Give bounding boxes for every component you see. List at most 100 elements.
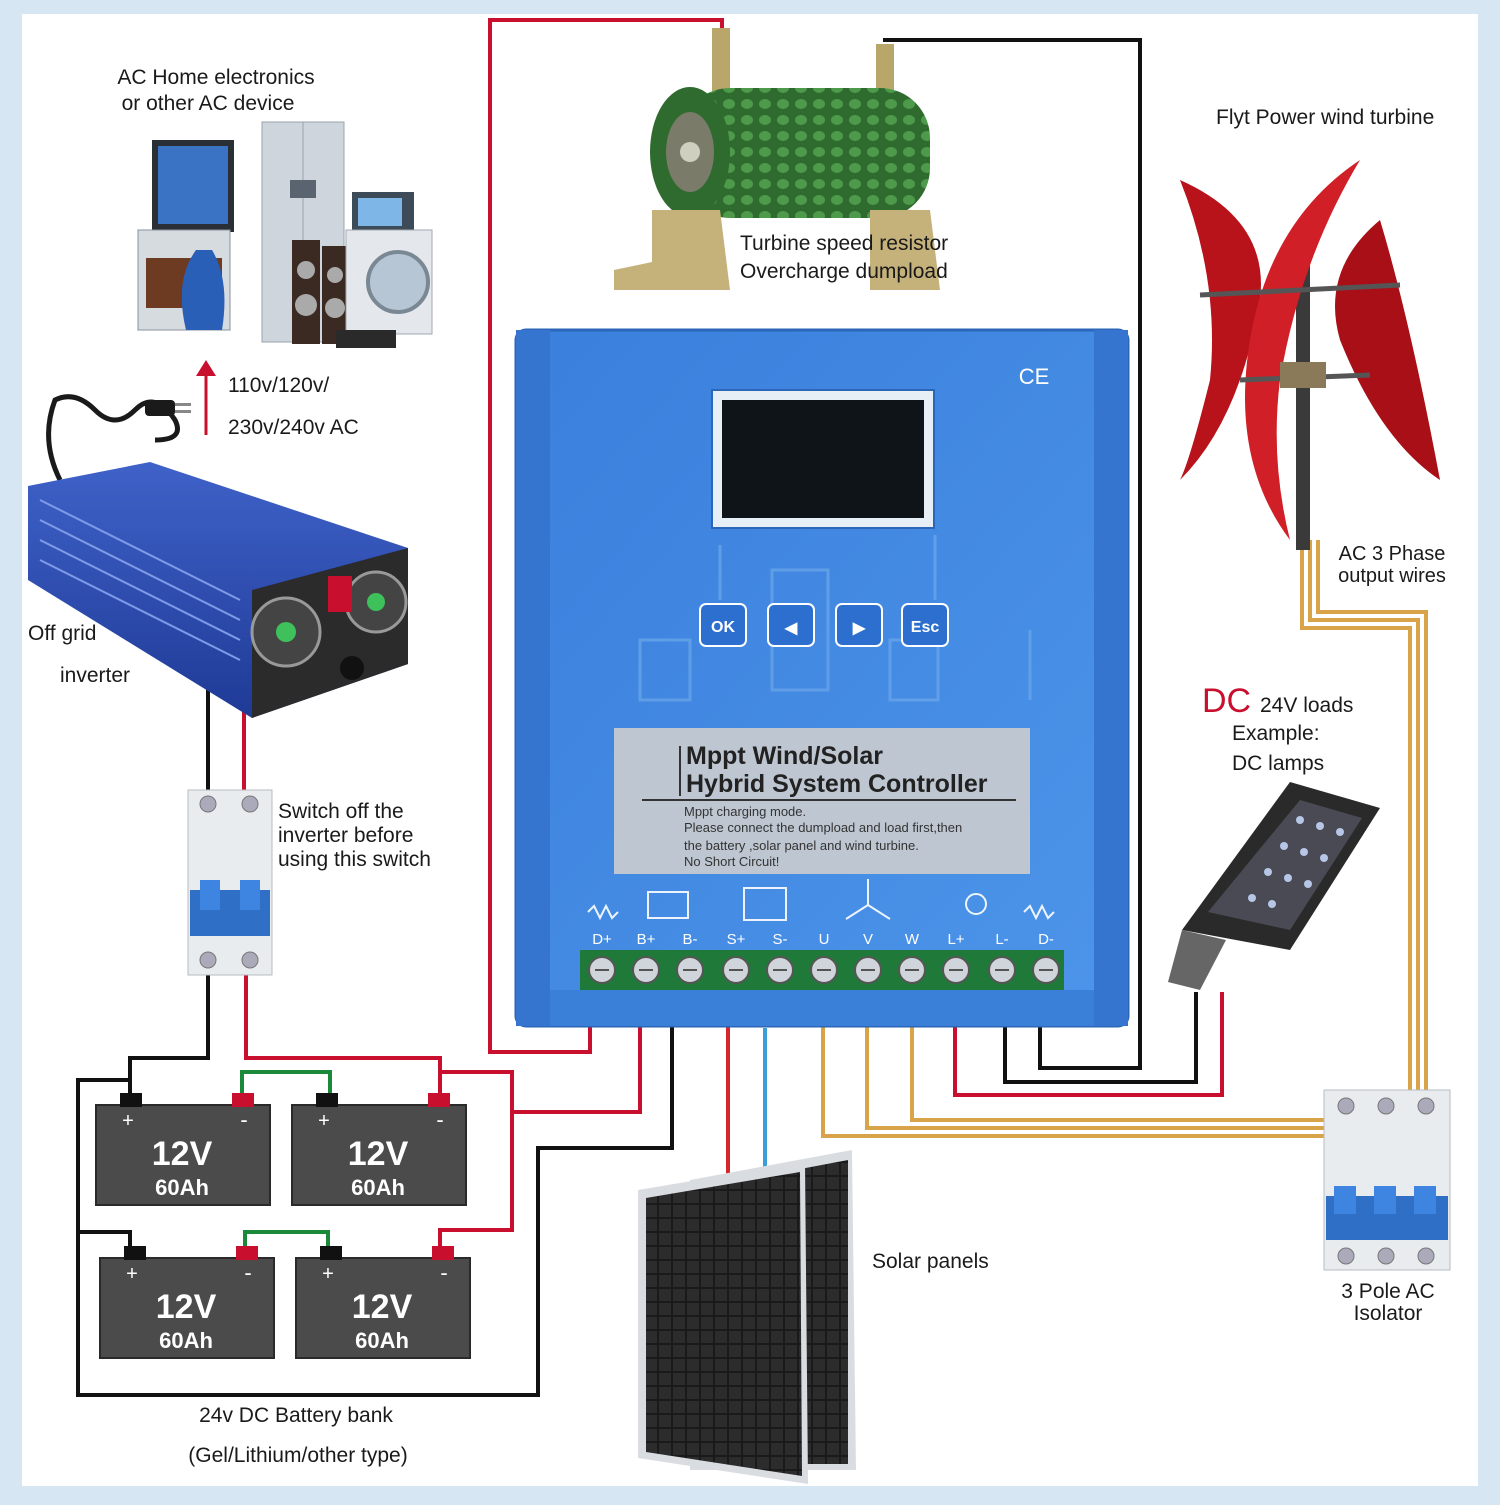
inverter-label-line2: inverter bbox=[60, 664, 130, 687]
ac-voltage-line1: 110v/120v/ bbox=[228, 374, 329, 397]
terminal-label-10: D- bbox=[1038, 931, 1054, 948]
isolator-label-line2: Isolator bbox=[1354, 1302, 1423, 1325]
switch-note-line3: using this switch bbox=[278, 848, 431, 871]
controller-note-line2: Please connect the dumpload and load fir… bbox=[684, 820, 962, 835]
battery-body bbox=[95, 1104, 271, 1206]
switch-note-line1: Switch off the bbox=[278, 800, 404, 823]
solar-panels-illustration bbox=[638, 1150, 856, 1484]
battery-minus-sign: - bbox=[240, 1107, 247, 1132]
ac-output-arrow bbox=[196, 360, 216, 435]
battery-plus-sign: + bbox=[122, 1110, 134, 1132]
terminal-label-1: B+ bbox=[637, 931, 656, 948]
terminal-label-8: L+ bbox=[947, 931, 964, 948]
terminal-screws bbox=[588, 956, 1060, 984]
wires bbox=[76, 18, 1428, 1397]
battery-plus-sign: + bbox=[322, 1263, 334, 1285]
left-button[interactable] bbox=[767, 603, 815, 647]
battery-plus-sign: + bbox=[318, 1110, 330, 1132]
switch-note-line2: inverter before bbox=[278, 824, 413, 847]
inverter-label-line1: Off grid bbox=[28, 622, 96, 645]
ac-wires-label-line1: AC 3 Phase bbox=[1339, 543, 1446, 565]
hybrid-controller: OK ◀ ▶ Esc CE Mppt Wind/Solar Hybrid Sys… bbox=[514, 328, 1130, 1028]
ac-wires-label-line2: output wires bbox=[1338, 565, 1446, 587]
battery-minus-sign: - bbox=[440, 1260, 447, 1285]
terminal-label-5: U bbox=[819, 931, 830, 948]
terminal-label-7: W bbox=[905, 931, 920, 948]
ac-devices-label-line2: or other AC device bbox=[122, 92, 295, 115]
terminal-label-3: S+ bbox=[727, 931, 746, 948]
battery-capacity: 60Ah bbox=[355, 1328, 409, 1353]
esc-button[interactable] bbox=[901, 603, 949, 647]
controller-buttons: OK ◀ ▶ Esc bbox=[699, 603, 949, 647]
terminal-icons bbox=[587, 879, 1055, 921]
controller-note-line4: No Short Circuit! bbox=[684, 854, 779, 869]
power-plug-icon bbox=[46, 394, 191, 482]
terminal-label-2: B- bbox=[683, 931, 698, 948]
terminal-labels: D+ B+ B- S+ S- U V W L+ L- D- bbox=[592, 931, 1054, 948]
positive-terminal-icon bbox=[432, 1246, 454, 1260]
resistor-label-line1: Turbine speed resistor bbox=[740, 232, 948, 255]
dc-lamps-label: DC lamps bbox=[1232, 752, 1324, 775]
battery-capacity: 60Ah bbox=[351, 1175, 405, 1200]
ac-isolator-3-pole bbox=[1323, 1089, 1451, 1271]
battery-capacity: 60Ah bbox=[155, 1175, 209, 1200]
ok-button[interactable] bbox=[699, 603, 747, 647]
positive-terminal-icon bbox=[428, 1093, 450, 1107]
isolator-label-line1: 3 Pole AC bbox=[1341, 1280, 1434, 1303]
wind-turbine-icon bbox=[845, 879, 891, 920]
battery-voltage: 12V bbox=[352, 1288, 413, 1326]
right-button[interactable] bbox=[835, 603, 883, 647]
battery-minus-sign: - bbox=[436, 1107, 443, 1132]
ce-mark: CE bbox=[1019, 364, 1050, 389]
solar-panels-label: Solar panels bbox=[872, 1250, 989, 1273]
resistor-icon-2 bbox=[1023, 903, 1055, 921]
resistor-icon bbox=[587, 903, 619, 921]
dc-prefix: DC bbox=[1202, 682, 1251, 720]
ac-voltage-line2: 230v/240v AC bbox=[228, 416, 359, 439]
terminal-label-9: L- bbox=[995, 931, 1008, 948]
controller-title-line1: Mppt Wind/Solar bbox=[686, 742, 883, 770]
controller-note-line3: the battery ,solar panel and wind turbin… bbox=[684, 838, 919, 853]
positive-terminal-icon bbox=[232, 1093, 254, 1107]
controller-note-line1: Mppt charging mode. bbox=[684, 804, 806, 819]
lamp-icon bbox=[965, 893, 987, 915]
ac-devices-illustration bbox=[137, 121, 433, 348]
resistor-label-line2: Overcharge dumpload bbox=[740, 260, 948, 283]
labels: AC Home electronics or other AC device 1… bbox=[28, 66, 1446, 1467]
esc-button-label: Esc bbox=[911, 619, 940, 636]
terminal-label-4: S- bbox=[773, 931, 788, 948]
off-grid-inverter bbox=[28, 462, 408, 718]
battery-icon bbox=[647, 891, 689, 919]
led-grid bbox=[1248, 816, 1344, 908]
battery-bank-label-line2: (Gel/Lithium/other type) bbox=[188, 1444, 407, 1467]
turbine-label: Flyt Power wind turbine bbox=[1216, 106, 1434, 129]
battery-voltage: 12V bbox=[348, 1135, 409, 1173]
negative-terminal-icon bbox=[124, 1246, 146, 1260]
wind-turbine-illustration bbox=[1180, 160, 1440, 550]
ok-button-label: OK bbox=[711, 619, 735, 636]
battery-minus-sign: - bbox=[244, 1260, 251, 1285]
controller-title-line2: Hybrid System Controller bbox=[686, 770, 988, 798]
dc-loads-label: 24V loads bbox=[1260, 694, 1353, 717]
dc-street-lamp bbox=[1168, 782, 1380, 990]
battery-plus-sign: + bbox=[126, 1263, 138, 1285]
battery-body bbox=[99, 1257, 275, 1359]
positive-terminal-icon bbox=[236, 1246, 258, 1260]
terminal-label-6: V bbox=[863, 931, 873, 948]
negative-terminal-icon bbox=[320, 1246, 342, 1260]
battery-body bbox=[291, 1104, 467, 1206]
negative-terminal-icon bbox=[120, 1093, 142, 1107]
right-arrow-icon: ▶ bbox=[852, 620, 866, 637]
battery-body bbox=[295, 1257, 471, 1359]
battery-capacity: 60Ah bbox=[159, 1328, 213, 1353]
dumpload-resistor bbox=[614, 28, 940, 290]
terminal-label-0: D+ bbox=[592, 931, 612, 948]
dc-example-label: Example: bbox=[1232, 722, 1320, 745]
left-arrow-icon: ◀ bbox=[784, 620, 798, 637]
battery-voltage: 12V bbox=[152, 1135, 213, 1173]
